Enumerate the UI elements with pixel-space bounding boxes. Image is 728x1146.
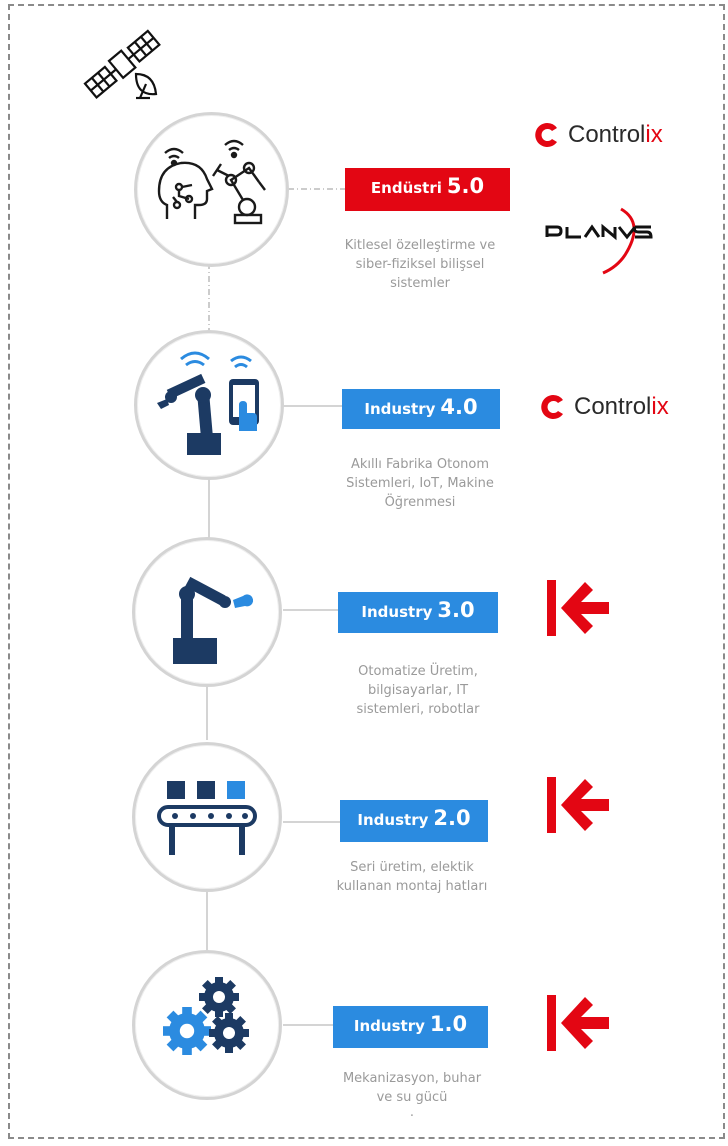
red-arrow-logo — [547, 777, 609, 833]
desc-line: sistemler — [390, 276, 450, 291]
red-arrow-logo — [547, 580, 609, 636]
stage-1-label: Industry 1.0 — [333, 1006, 488, 1048]
controlix-mark-icon — [535, 122, 557, 147]
gears-icon — [162, 977, 249, 1055]
controlix-accent: ix — [645, 121, 663, 148]
stage-4-number: 4.0 — [440, 395, 478, 419]
stage-5-description: Kitlesel özelleştirme ve siber-fiziksel … — [320, 236, 520, 293]
stage-3-number: 3.0 — [437, 598, 475, 622]
controlix-text: Control — [574, 393, 652, 420]
robot-arm-tablet-icon — [157, 351, 259, 455]
desc-line: bilgisayarlar, IT — [367, 683, 469, 698]
stage-5-label: Endüstri 5.0 — [345, 168, 510, 211]
stage-5-word: Endüstri — [370, 179, 442, 197]
stage-4-icon-circle — [134, 330, 284, 480]
stage-2-icon-circle — [132, 742, 282, 892]
desc-line: siber-fiziksel bilişsel — [355, 257, 485, 272]
stage-3-description: Otomatize Üretim, bilgisayarlar, IT sist… — [318, 662, 518, 719]
planys-logo — [545, 207, 653, 275]
stage-2-description: Seri üretim, elektik kullanan montaj hat… — [312, 858, 512, 896]
desc-line: Sistemleri, IoT, Makine — [346, 476, 494, 491]
red-arrow-logo — [547, 995, 609, 1051]
stage-4-label: Industry 4.0 — [342, 389, 500, 429]
stage-1-number: 1.0 — [429, 1012, 468, 1036]
desc-line: . — [409, 1105, 415, 1120]
controlix-text: Control — [568, 121, 646, 148]
stage-3-word: Industry — [361, 603, 433, 621]
stage-3-icon-circle — [132, 537, 282, 687]
stage-3-label: Industry 3.0 — [338, 592, 498, 633]
conveyor-belt-icon — [157, 781, 257, 855]
stage-1-word: Industry — [353, 1017, 425, 1035]
ai-head-robot-icon — [157, 139, 266, 225]
desc-line: Seri üretim, elektik — [350, 860, 474, 875]
stage-1-icon-circle — [132, 950, 282, 1100]
dashed-frame — [8, 4, 725, 1139]
stage-2-label: Industry 2.0 — [340, 800, 488, 842]
desc-line: Mekanizasyon, buhar — [342, 1071, 482, 1086]
stage-5-icon-circle — [134, 112, 289, 267]
stage-5-number: 5.0 — [446, 174, 485, 198]
robot-arm-icon — [173, 576, 254, 664]
satellite-icon — [83, 29, 161, 100]
desc-line: Akıllı Fabrika Otonom — [351, 457, 489, 472]
controlix-mark-icon — [541, 394, 563, 419]
desc-line: Otomatize Üretim, — [358, 664, 478, 679]
desc-line: kullanan montaj hatları — [336, 879, 488, 894]
desc-line: Öğrenmesi — [384, 495, 456, 510]
stage-4-description: Akıllı Fabrika Otonom Sistemleri, IoT, M… — [320, 455, 520, 512]
stage-4-word: Industry — [364, 400, 436, 418]
desc-line: sistemleri, robotlar — [356, 702, 480, 717]
stage-2-word: Industry — [357, 811, 429, 829]
desc-line: ve su gücü — [376, 1090, 448, 1105]
desc-line: Kitlesel özelleştirme ve — [344, 238, 496, 253]
stage-1-description: Mekanizasyon, buhar ve su gücü . — [312, 1069, 512, 1119]
stage-2-number: 2.0 — [433, 806, 471, 830]
controlix-accent: ix — [651, 393, 669, 420]
